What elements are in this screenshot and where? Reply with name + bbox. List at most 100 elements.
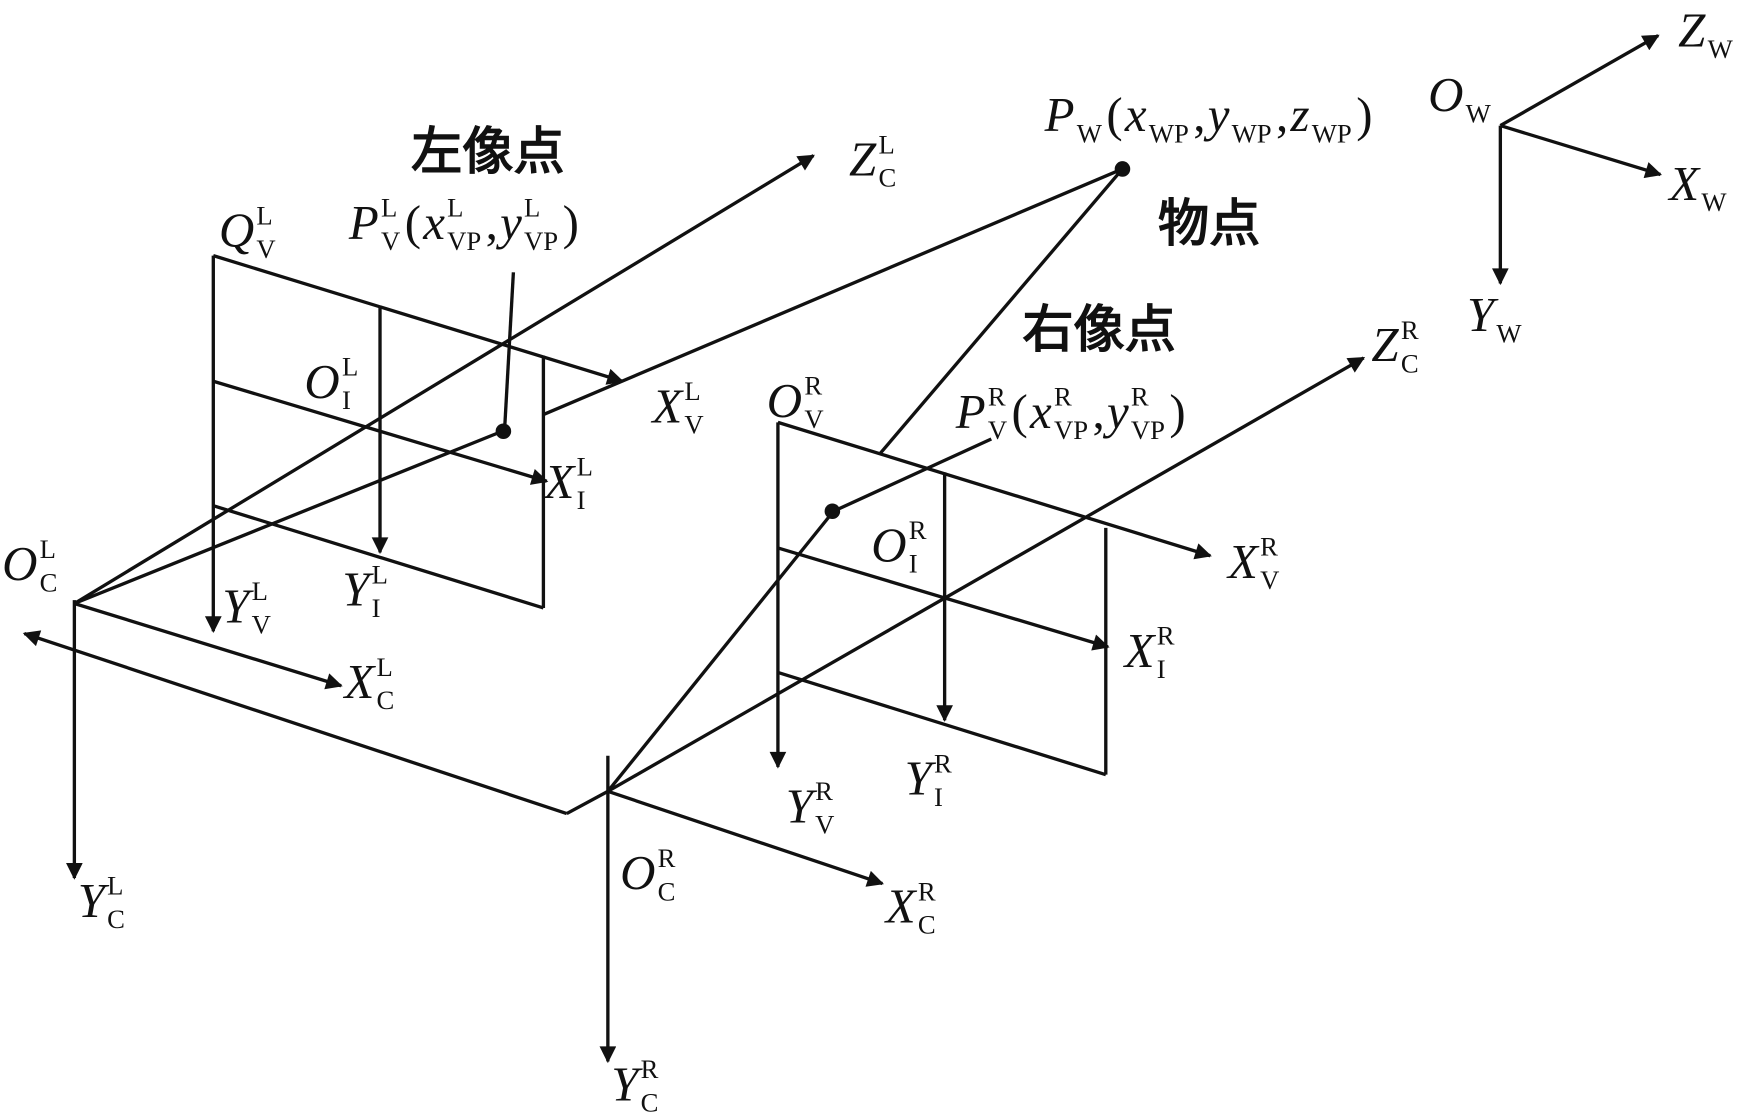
label-superscript: L bbox=[524, 193, 540, 223]
label-subscript: V bbox=[1260, 565, 1279, 595]
label-superscript: R bbox=[641, 1054, 659, 1084]
label-main: O bbox=[620, 845, 655, 900]
label-main: y bbox=[1203, 87, 1230, 142]
label-subscript: C bbox=[377, 685, 395, 715]
ray-left-image-point bbox=[73, 429, 503, 606]
label-subscript: W bbox=[1701, 187, 1727, 217]
label-subscript: I bbox=[577, 485, 586, 515]
label-subscript: V bbox=[804, 404, 823, 434]
label-main: ( bbox=[1012, 384, 1028, 439]
object-point bbox=[1114, 161, 1131, 177]
label-superscript: L bbox=[577, 452, 593, 482]
label-main: x bbox=[1124, 87, 1147, 142]
ray-right-image-point bbox=[606, 510, 835, 793]
label-main: X bbox=[1226, 534, 1260, 589]
label-superscript: R bbox=[1157, 621, 1175, 651]
label-main: X bbox=[884, 878, 918, 933]
label-main: O bbox=[1428, 67, 1463, 122]
label-main: X bbox=[1123, 623, 1157, 678]
label-subscript: WP bbox=[1232, 118, 1272, 148]
label-main: ) bbox=[1169, 384, 1185, 439]
label-subscript: W bbox=[1466, 98, 1492, 128]
diagram-lines bbox=[22, 34, 1662, 1064]
left-plane-bottom-edge bbox=[212, 504, 544, 610]
label-main: X bbox=[342, 654, 376, 709]
label-subscript: I bbox=[909, 548, 918, 578]
baseline-end bbox=[565, 789, 609, 816]
label-subscript: I bbox=[372, 593, 381, 623]
label-subscript: V bbox=[684, 409, 703, 439]
label-main: P bbox=[1044, 87, 1075, 142]
label-subscript: C bbox=[40, 567, 58, 597]
axis-xi-left bbox=[379, 429, 549, 485]
object-point-title: 物点 bbox=[1158, 195, 1260, 254]
axis-xv-left bbox=[212, 254, 624, 385]
label-superscript: L bbox=[381, 193, 397, 223]
label-main: P bbox=[955, 384, 986, 439]
leader-pvr bbox=[832, 437, 993, 513]
left-image-point bbox=[495, 423, 512, 440]
right-image-point bbox=[824, 503, 841, 520]
label-subscript: C bbox=[918, 910, 936, 940]
label-superscript: R bbox=[1401, 315, 1419, 345]
label-main: X bbox=[543, 454, 577, 509]
label-subscript: V bbox=[815, 810, 834, 840]
ray-pw-right bbox=[878, 167, 1124, 455]
leader-pvl bbox=[502, 272, 516, 432]
label-main: O bbox=[304, 354, 339, 409]
label-superscript: L bbox=[878, 129, 894, 159]
label-subscript: W bbox=[1496, 318, 1522, 348]
label-superscript: R bbox=[658, 843, 676, 873]
label-superscript: L bbox=[107, 871, 123, 901]
label-subscript: C bbox=[641, 1087, 659, 1117]
label-subscript: VP bbox=[1054, 415, 1088, 445]
left-plane-mid-h bbox=[212, 379, 381, 433]
label-subscript: C bbox=[658, 876, 676, 906]
label-main: Y bbox=[1467, 287, 1499, 342]
label-subscript: W bbox=[1077, 118, 1103, 148]
label-main: Y bbox=[905, 751, 937, 806]
label-superscript: L bbox=[377, 652, 393, 682]
label-main: ( bbox=[1106, 87, 1122, 142]
label-main: Z bbox=[849, 132, 877, 187]
label-superscript: L bbox=[342, 352, 358, 382]
label-subscript: I bbox=[1157, 654, 1166, 684]
axis-zc-left bbox=[73, 154, 815, 605]
label-main: Y bbox=[342, 562, 374, 617]
label-main: , bbox=[1276, 87, 1288, 142]
label-superscript: L bbox=[256, 201, 272, 231]
label-subscript: V bbox=[381, 226, 400, 256]
label-main: Z bbox=[1678, 3, 1706, 58]
label-superscript: R bbox=[1260, 532, 1278, 562]
label-superscript: L bbox=[447, 193, 463, 223]
axis-xw bbox=[1499, 123, 1662, 179]
label-main: O bbox=[2, 536, 37, 591]
ray-pw-left bbox=[542, 167, 1124, 417]
label-superscript: L bbox=[252, 576, 268, 606]
label-superscript: L bbox=[684, 376, 700, 406]
label-superscript: R bbox=[1131, 382, 1149, 412]
label-main: O bbox=[767, 373, 802, 428]
label-main: X bbox=[1667, 156, 1701, 211]
